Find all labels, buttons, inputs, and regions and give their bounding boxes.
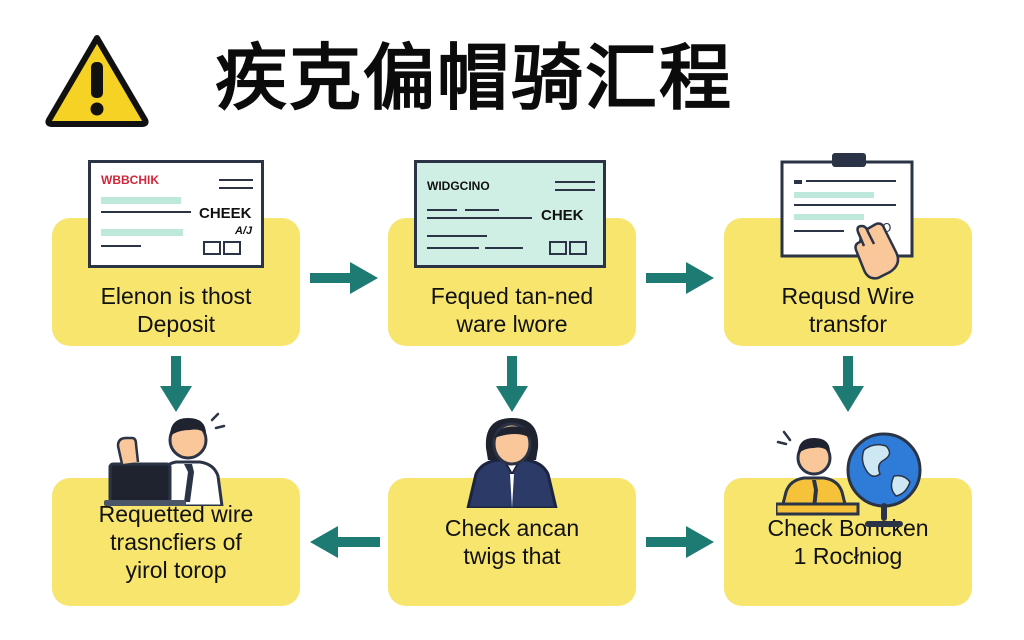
step-label: Fequed tan-ned ware lwore (430, 283, 594, 337)
check-header: WBBCHIK (101, 173, 159, 187)
arrow-right-icon (646, 262, 714, 294)
arrow-left-icon (310, 526, 380, 558)
page-title: 疾克偏帽骑汇程 (215, 36, 734, 120)
check-card-icon: WIDGCINO CHEK (414, 160, 606, 268)
check-header: WIDGCINO (427, 179, 490, 193)
arrow-down-icon (832, 356, 864, 412)
form-mark: O (882, 221, 891, 235)
person-laptop-icon (104, 412, 226, 506)
arrow-down-icon (160, 356, 192, 412)
step-label: Check Boncken 1 Rocłniog (767, 515, 929, 569)
step-box-check-boncken: Check Boncken 1 Rocłniog (724, 478, 972, 606)
step-box-check-ancan: Check ancan twigs that (388, 478, 636, 606)
arrow-right-icon (646, 526, 714, 558)
step-label: Requsd Wire transfor (781, 283, 915, 337)
person-globe-icon (776, 430, 922, 527)
check-card-icon: WBBCHIK CHEEK A/J (88, 160, 264, 268)
arrow-down-icon (496, 356, 528, 412)
step-label: Requetted wire trasncfiers of yirol toro… (98, 501, 254, 583)
check-small-mark: A/J (235, 225, 253, 237)
warning-triangle-icon (45, 35, 149, 127)
step-label: Elenon is thost Deposit (100, 283, 252, 337)
check-word: CHEK (541, 207, 584, 224)
step-label: Check ancan twigs that (444, 515, 580, 569)
person-woman-icon (466, 418, 558, 508)
clipboard-form-icon: O (780, 153, 914, 280)
step-box-wire-request: Requsd Wire transfor (724, 218, 972, 346)
arrow-right-icon (310, 262, 378, 294)
check-word: CHEEK (199, 205, 252, 222)
